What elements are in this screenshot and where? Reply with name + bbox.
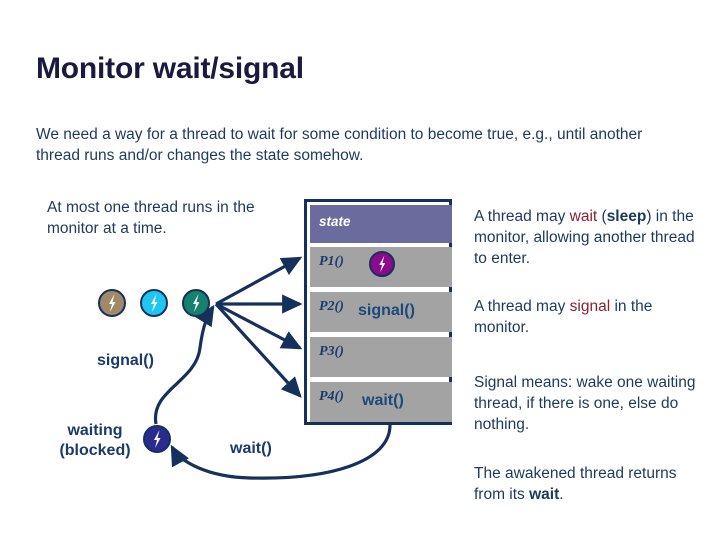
monitor-state-header: state — [310, 205, 452, 243]
note-awakened-part1: The awakened thread returns from its — [474, 465, 677, 503]
note-wait-bold: sleep — [606, 208, 647, 225]
note-signal-meaning: Signal means: wake one waiting thread, i… — [474, 374, 696, 433]
arrow-signal — [153, 304, 215, 425]
wait-arrow-label: wait() — [230, 440, 272, 457]
note-wait-keyword: wait — [569, 208, 598, 225]
arrow-to-p3 — [215, 302, 303, 350]
monitor-row-label-p2: P2() — [319, 299, 344, 314]
monitor-state-label: state — [319, 214, 351, 229]
lightning-bolt-icon — [145, 427, 169, 451]
lightning-bolt-icon — [184, 291, 208, 315]
thread-token-icon-3 — [182, 289, 210, 317]
monitor-row-p4: P4() wait() — [310, 382, 452, 422]
monitor-row-label-p1: P1() — [319, 254, 344, 269]
monitor-row-p3: P3() — [310, 337, 452, 377]
lightning-bolt-icon — [371, 253, 393, 275]
monitor-row-label-p4: P4() — [319, 389, 344, 404]
note-awakened-thread: The awakened thread returns from its wai… — [474, 463, 706, 505]
monitor-row-p2: P2() signal() — [310, 292, 452, 332]
thread-token-icon-waiting — [143, 425, 171, 453]
intro-paragraph: We need a way for a thread to wait for s… — [36, 126, 643, 164]
note-wait-part3: ) in the monitor, allowing another threa… — [474, 208, 695, 267]
page-title: Monitor wait/signal — [36, 52, 304, 85]
monitor-row-call-p2: signal() — [358, 302, 415, 319]
waiting-label-line2: (blocked) — [59, 442, 131, 459]
arrow-wait — [170, 424, 392, 480]
lightning-bolt-icon — [142, 291, 166, 315]
note-signal-keyword: signal — [569, 298, 611, 315]
monitor-box: state P1() P2() signal() P3() P4() wait(… — [304, 199, 452, 425]
arrow-to-p4 — [214, 302, 302, 398]
monitor-caption: At most one thread runs in the monitor a… — [47, 199, 255, 237]
note-signal-part1: A thread may — [474, 298, 570, 315]
monitor-row-label-p3: P3() — [319, 344, 344, 359]
lightning-bolt-icon — [100, 291, 124, 315]
note-wait-part1: A thread may — [474, 208, 570, 225]
note-awakened-part2: . — [559, 486, 564, 503]
waiting-blocked-label: waiting (blocked) — [45, 421, 145, 461]
waiting-label-line1: waiting — [67, 422, 123, 439]
note-awakened-bold: wait — [529, 486, 560, 503]
signal-arrow-label: signal() — [97, 352, 154, 369]
thread-token-icon-running — [369, 251, 395, 277]
arrow-to-p1 — [215, 256, 303, 306]
monitor-row-call-p4: wait() — [362, 392, 404, 409]
thread-token-icon-2 — [140, 289, 168, 317]
note-wait: A thread may wait (sleep) in the monitor… — [474, 206, 706, 269]
note-signal-part2: in the monitor. — [474, 298, 653, 336]
note-wait-part2: ( — [597, 208, 607, 225]
thread-token-icon-1 — [98, 289, 126, 317]
note-signal: A thread may signal in the monitor. — [474, 296, 706, 338]
